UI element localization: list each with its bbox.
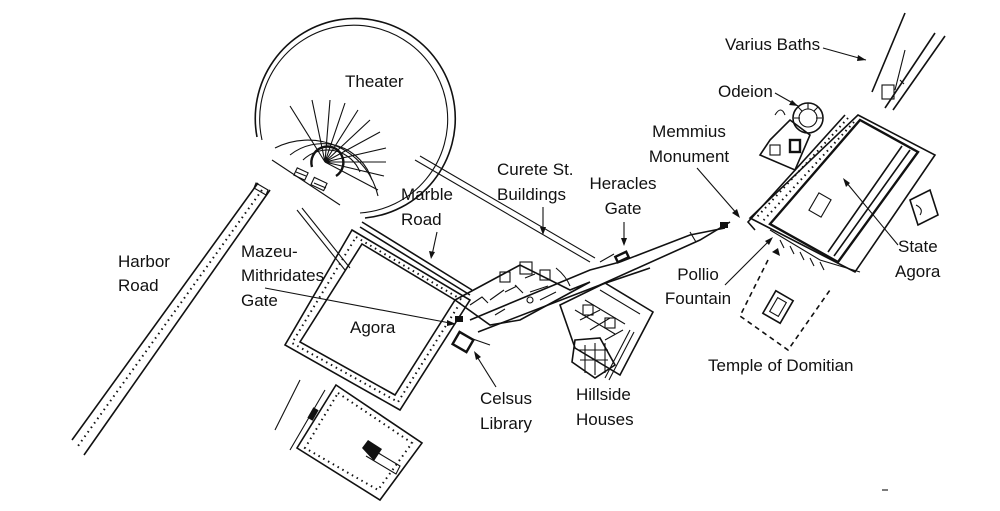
- label-harbor-line1: Harbor: [118, 252, 170, 271]
- label-temple-of-domitian: Temple of Domitian: [708, 356, 854, 375]
- state-agora: [746, 114, 937, 274]
- label-marble-line1: Marble: [401, 185, 453, 204]
- label-celsus-line2: Library: [480, 414, 532, 433]
- varius-baths: [871, 12, 946, 111]
- label-curete-line2: Buildings: [497, 185, 566, 204]
- label-heracles-line2: Gate: [604, 199, 642, 218]
- label-heracles-line1: Heracles: [589, 174, 657, 193]
- label-mazeu-line3: Gate: [241, 291, 278, 310]
- odeion: [758, 102, 824, 172]
- label-odeion: Odeion: [718, 82, 773, 101]
- label-hillside-line2: Houses: [576, 410, 634, 429]
- temple-of-domitian: [738, 248, 831, 352]
- label-pollio-line2: Fountain: [664, 289, 732, 308]
- label-agora: Agora: [350, 318, 396, 337]
- label-hillside-line1: Hillside: [576, 385, 631, 404]
- lower-enclosure: [295, 383, 424, 502]
- theater: [254, 17, 457, 219]
- hillside-houses: [559, 282, 655, 381]
- agora: [274, 228, 472, 451]
- label-memmius-line2: Monument: [648, 147, 730, 166]
- label-state-agora-line2: Agora: [895, 262, 941, 281]
- label-state-agora-line1: State: [898, 237, 938, 256]
- label-marble-line2: Road: [401, 210, 442, 229]
- right-building: [909, 188, 939, 227]
- label-mazeu-line1: Mazeu-: [241, 242, 298, 261]
- harbor-road: [71, 182, 271, 456]
- label-curete-line1: Curete St.: [497, 160, 574, 179]
- label-mazeu-line2: Mithridates: [241, 266, 325, 285]
- label-pollio-line1: Pollio: [677, 265, 719, 284]
- celsus-library: [450, 316, 491, 354]
- label-theater: Theater: [345, 72, 404, 91]
- label-pointers: [264, 47, 899, 388]
- label-celsus-line1: Celsus: [480, 389, 532, 408]
- label-varius-baths: Varius Baths: [725, 35, 821, 54]
- curete-buildings: [453, 261, 591, 326]
- label-memmius-line1: Memmius: [652, 122, 726, 141]
- label-harbor-line2: Road: [118, 276, 159, 295]
- streets: [296, 155, 596, 296]
